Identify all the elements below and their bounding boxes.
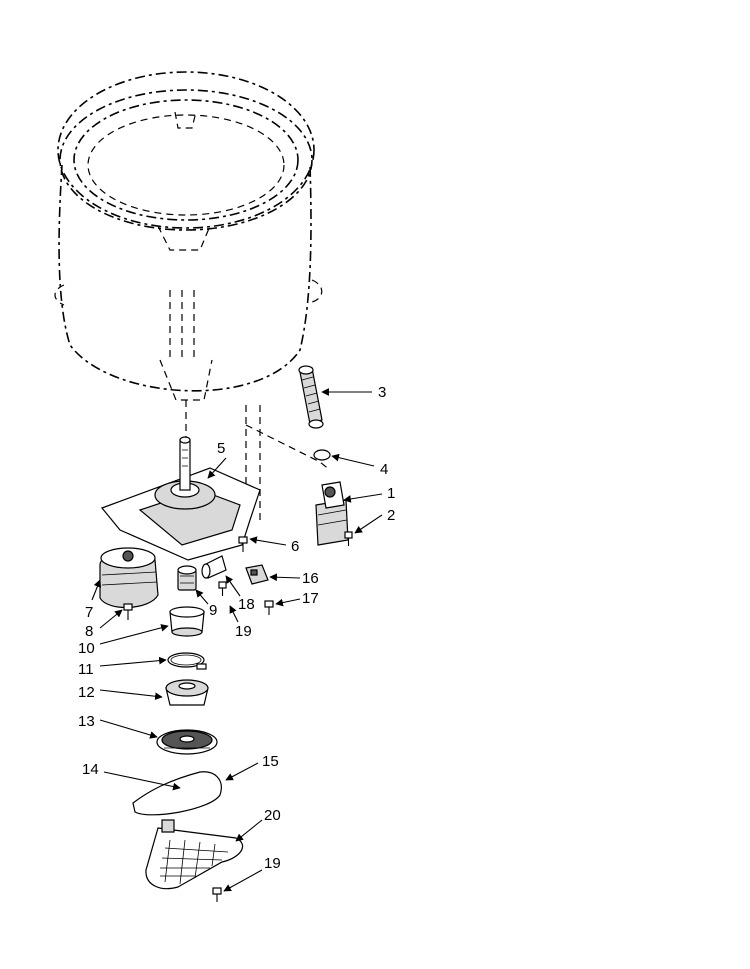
switch-screw xyxy=(264,600,274,615)
callout-5: 5 xyxy=(217,440,225,457)
callout-4: 4 xyxy=(380,461,388,478)
callout-1: 1 xyxy=(387,485,395,502)
callout-11: 11 xyxy=(78,661,94,678)
drive-belt xyxy=(132,771,222,816)
callout-20: 20 xyxy=(264,807,281,824)
drain-hose xyxy=(298,365,324,429)
callout-8: 8 xyxy=(85,623,93,640)
hose-clamp xyxy=(313,449,331,461)
leader-lines xyxy=(91,388,383,892)
pump-screw xyxy=(344,531,353,546)
motor-screw xyxy=(123,603,133,620)
callout-17: 17 xyxy=(302,590,319,607)
callout-18: 18 xyxy=(238,596,255,613)
callout-10: 10 xyxy=(78,640,95,657)
callout-3: 3 xyxy=(378,384,386,401)
drive-pulley xyxy=(156,729,218,755)
shield-screw xyxy=(212,887,222,902)
capacitor-screw xyxy=(218,581,227,596)
drive-motor xyxy=(99,547,159,609)
callout-7: 7 xyxy=(85,604,93,621)
switch-assembly xyxy=(245,564,269,585)
callout-14: 14 xyxy=(82,761,99,778)
callout-16: 16 xyxy=(302,570,319,587)
callout-6: 6 xyxy=(291,538,299,555)
capacitor xyxy=(201,555,227,579)
callout-19-lower: 19 xyxy=(264,855,281,872)
callout-12: 12 xyxy=(78,684,95,701)
washer-tub-phantom xyxy=(54,71,331,520)
gearcase-base-plate xyxy=(101,436,261,561)
retaining-ring xyxy=(167,652,207,670)
drain-pump xyxy=(315,481,349,546)
callout-13: 13 xyxy=(78,713,95,730)
callout-2: 2 xyxy=(387,507,395,524)
callout-labels: 3 4 1 2 5 6 16 17 18 19 9 7 8 10 11 12 1… xyxy=(78,384,395,872)
base-screw xyxy=(238,536,248,552)
callout-9: 9 xyxy=(209,602,217,619)
pulley-shield xyxy=(145,819,244,890)
callout-19-upper: 19 xyxy=(235,623,252,640)
callout-15: 15 xyxy=(262,753,279,770)
shift-cylinder xyxy=(169,606,205,637)
clutch-housing xyxy=(165,679,209,706)
motor-coupler xyxy=(177,565,197,591)
